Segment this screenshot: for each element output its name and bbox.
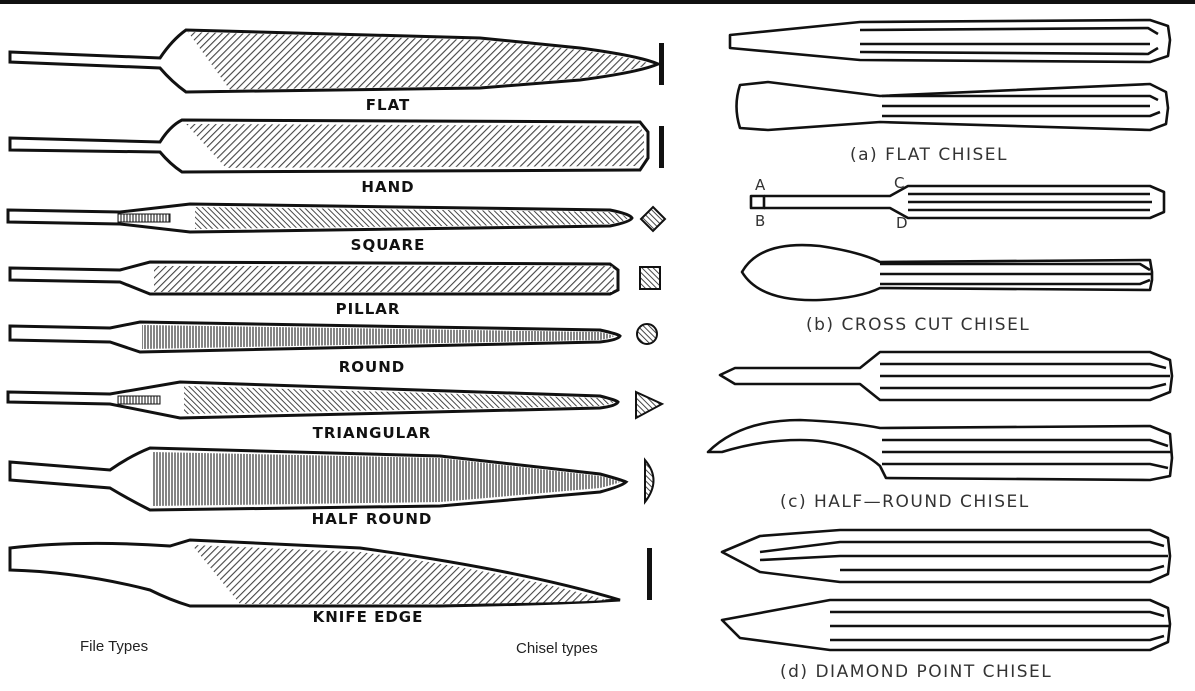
point-d-label: D — [896, 214, 908, 232]
hand-file-label: HAND — [361, 178, 414, 196]
pillar-section — [640, 267, 660, 289]
point-a-label: A — [755, 176, 765, 194]
round-file — [10, 322, 657, 352]
diamond-point-chisel-label: (d) DIAMOND POINT CHISEL — [780, 662, 1052, 682]
triangular-file — [8, 382, 662, 418]
half-round-chisel-front — [708, 420, 1172, 480]
diamond-point-chisel-side — [722, 530, 1170, 582]
knife-edge-section — [647, 548, 652, 600]
flat-file — [10, 30, 664, 92]
cross-cut-chisel-label: (b) CROSS CUT CHISEL — [806, 315, 1030, 335]
knife-edge-file — [10, 540, 652, 606]
half-round-section — [645, 460, 654, 502]
hand-section — [659, 126, 664, 168]
round-section — [637, 324, 657, 344]
square-file — [8, 204, 665, 232]
flat-chisel-side — [730, 20, 1170, 62]
half-round-file — [10, 448, 654, 510]
square-file-label: SQUARE — [351, 236, 426, 254]
flat-file-label: FLAT — [366, 96, 410, 114]
cross-cut-chisel-side — [751, 186, 1164, 218]
triangular-section — [636, 392, 662, 418]
chisel-types-caption: Chisel types — [516, 640, 598, 657]
flat-section — [659, 43, 664, 85]
pillar-file-label: PILLAR — [336, 300, 401, 318]
point-c-label: C — [894, 174, 904, 192]
flat-chisel-label: (a) FLAT CHISEL — [850, 145, 1008, 165]
square-section — [641, 207, 665, 231]
half-round-chisel-side — [720, 352, 1172, 400]
triangular-file-label: TRIANGULAR — [313, 424, 432, 442]
point-b-label: B — [755, 212, 765, 230]
half-round-file-label: HALF ROUND — [312, 510, 433, 528]
half-round-chisel-label: (c) HALF—ROUND CHISEL — [780, 492, 1030, 512]
chisels-group — [708, 20, 1172, 650]
cross-cut-chisel-front — [742, 245, 1152, 300]
knife-edge-file-label: KNIFE EDGE — [313, 608, 424, 626]
round-file-label: ROUND — [339, 358, 406, 376]
file-types-caption: File Types — [80, 638, 148, 655]
diamond-point-chisel-front — [722, 600, 1170, 650]
pillar-file — [10, 262, 660, 294]
flat-chisel-front — [737, 82, 1169, 130]
hand-file — [10, 120, 664, 172]
